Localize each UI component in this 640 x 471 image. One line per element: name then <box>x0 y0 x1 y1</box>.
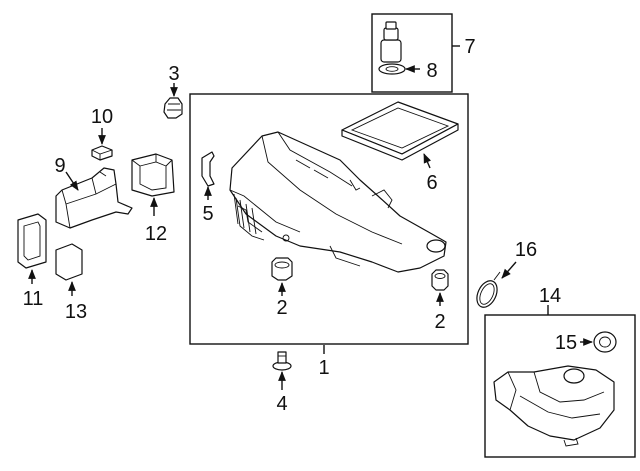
outlet-duct-part-14[interactable] <box>493 365 615 447</box>
clamp-part-16[interactable] <box>473 271 501 310</box>
duct-part-9[interactable] <box>55 167 133 229</box>
callout-6: 6 <box>426 172 437 194</box>
callout-9: 9 <box>54 155 65 177</box>
callout-4: 4 <box>276 393 287 415</box>
seal-part-15[interactable] <box>593 331 617 353</box>
o-ring-part-8[interactable] <box>378 63 406 75</box>
filter-element[interactable] <box>341 101 459 161</box>
leader-lines <box>28 45 593 390</box>
intake-part-12[interactable] <box>131 153 175 197</box>
assembly-box-14 <box>484 314 636 458</box>
callout-16: 16 <box>515 239 537 261</box>
callout-15: 15 <box>555 332 577 354</box>
callout-2-left: 2 <box>276 297 287 319</box>
callout-10: 10 <box>91 106 113 128</box>
foam-part-10[interactable] <box>91 145 113 161</box>
grommet-part-3[interactable] <box>163 97 183 119</box>
callout-11: 11 <box>23 288 44 310</box>
callout-13: 13 <box>65 301 87 323</box>
callout-7: 7 <box>464 36 475 58</box>
main-assembly-box <box>189 93 469 345</box>
screen-part-13[interactable] <box>55 243 83 281</box>
callout-8: 8 <box>426 60 437 82</box>
air-cleaner-housing[interactable] <box>229 131 447 273</box>
mount-part-2-right[interactable] <box>431 269 449 291</box>
callout-5: 5 <box>202 203 213 225</box>
pin-part-4[interactable] <box>272 351 292 371</box>
callout-14: 14 <box>539 285 561 307</box>
sensor-part-7[interactable] <box>380 21 402 63</box>
callout-1: 1 <box>318 357 329 379</box>
mount-part-2-left[interactable] <box>271 257 293 281</box>
callout-3: 3 <box>168 63 179 85</box>
kit-box-7 <box>371 13 453 93</box>
callout-12: 12 <box>145 223 167 245</box>
frame-part-11[interactable] <box>17 213 47 269</box>
callout-2-right: 2 <box>434 311 445 333</box>
clip-part-5[interactable] <box>201 151 215 187</box>
